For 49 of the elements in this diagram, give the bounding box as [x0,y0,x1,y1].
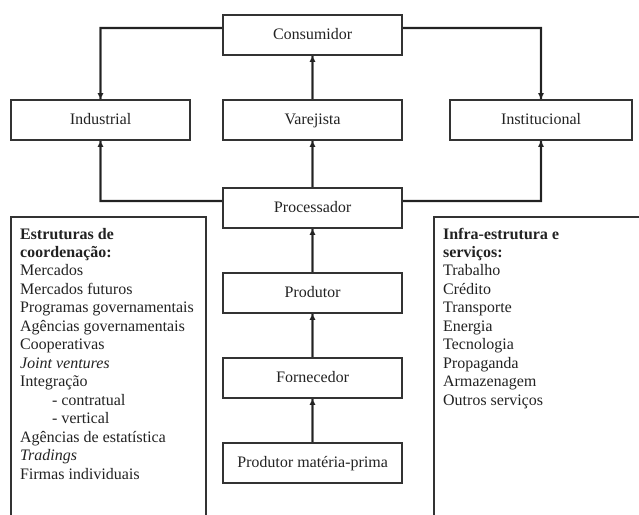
arrow [310,141,316,187]
list-item: Agências governamentais [20,318,185,336]
arrow [310,399,316,442]
process-box [222,14,403,56]
list-item: Outros serviços [443,392,543,410]
arrow [98,141,222,202]
list-item: Propaganda [443,354,519,373]
arrow [98,26,222,99]
list-item: Tradings [20,447,77,466]
panel-heading: Estruturas de coordenação: [20,226,115,262]
box-label: Industrial [70,110,132,130]
box-label: Institucional [501,110,581,130]
process-box [222,272,403,314]
list-item: - contratual [51,392,126,410]
arrow [310,314,316,357]
list-item: Cooperativas [20,336,104,354]
process-box [222,187,403,229]
list-item: Crédito [443,280,491,299]
list-item: Armazenagem [443,373,536,392]
process-box [222,99,403,141]
arrow [403,26,544,99]
process-box [10,99,191,141]
process-box [449,99,633,141]
list-panel [10,216,207,515]
list-item: Mercados futuros [20,280,132,299]
list-item: Agências de estatística [20,428,166,447]
box-label: Processador [274,198,352,218]
list-panel [433,216,639,515]
box-label: Produtor matéria-prima [237,453,388,473]
box-label: Produtor [284,283,340,303]
list-item: Trabalho [443,262,500,280]
arrow [310,56,316,99]
box-label: Consumidor [272,25,352,45]
arrow [403,141,544,202]
list-item: Firmas individuais [20,466,140,484]
list-item: Mercados [20,262,84,280]
arrow [310,229,316,272]
list-item: - vertical [51,410,110,428]
list-item: Integração [20,373,88,392]
box-label: Varejista [284,110,340,130]
process-box [222,442,403,484]
list-item: Transporte [443,299,512,318]
process-box [222,357,403,399]
list-item: Programas governamentais [20,299,194,318]
list-item: Joint ventures [20,354,110,373]
list-item: Energia [443,318,492,336]
box-label: Fornecedor [276,368,349,388]
list-item: Tecnologia [443,336,514,354]
panel-heading: Infra-estrutura e serviços: [443,226,560,262]
